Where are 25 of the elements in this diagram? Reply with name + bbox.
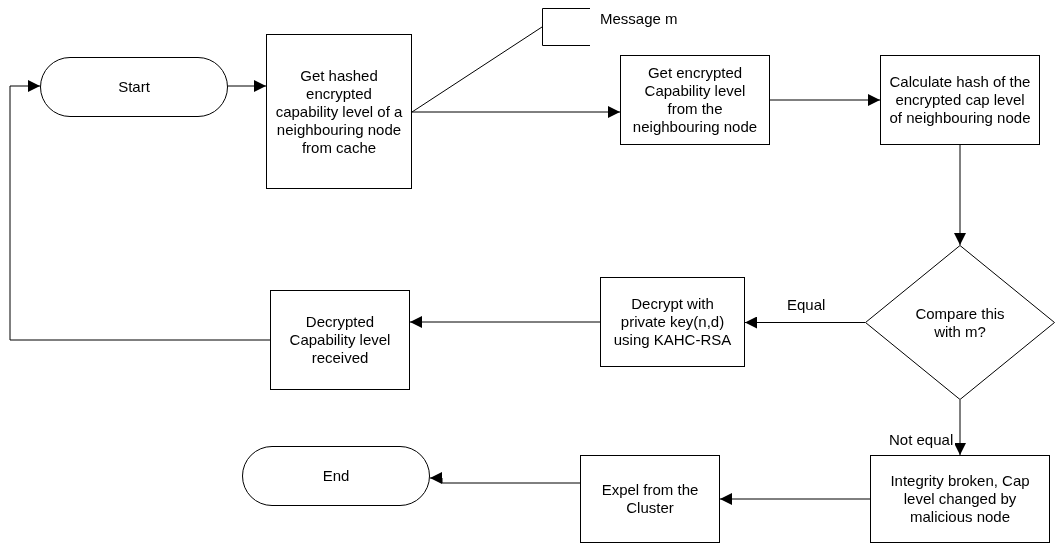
decision-diamond	[865, 245, 1055, 400]
process-box: Decrypted Capability level received	[270, 290, 410, 390]
terminal-shape: Start	[40, 57, 228, 117]
process-box: Decrypt with private key(n,d) using KAHC-RSA	[600, 277, 745, 367]
arrow	[954, 399, 966, 456]
arrow	[744, 316, 866, 329]
arrow	[429, 472, 581, 484]
process-box: Get hashed encrypted capability level of a neighbouring node from cache	[266, 34, 412, 189]
arrow	[227, 80, 267, 92]
leader-line	[411, 26, 543, 113]
note-text: Message m	[600, 10, 678, 28]
process-box: Expel from the Cluster	[580, 455, 720, 543]
arrow	[409, 316, 601, 328]
arrow	[719, 493, 871, 505]
decision-text: Compare this with m?	[914, 304, 1006, 341]
arrow	[954, 144, 966, 246]
process-box: Get encrypted Capability level from the neighbouring node	[620, 55, 770, 145]
edge-label: Not equal	[887, 431, 956, 448]
arrow	[769, 94, 881, 106]
arrow	[411, 106, 621, 118]
process-box: Integrity broken, Cap level changed by malicious node	[870, 455, 1050, 543]
terminal-shape: End	[242, 446, 430, 506]
process-box: Calculate hash of the encrypted cap level of neighbouring node	[880, 55, 1040, 145]
edge-label: Equal	[785, 296, 828, 313]
arrow	[9, 80, 271, 341]
